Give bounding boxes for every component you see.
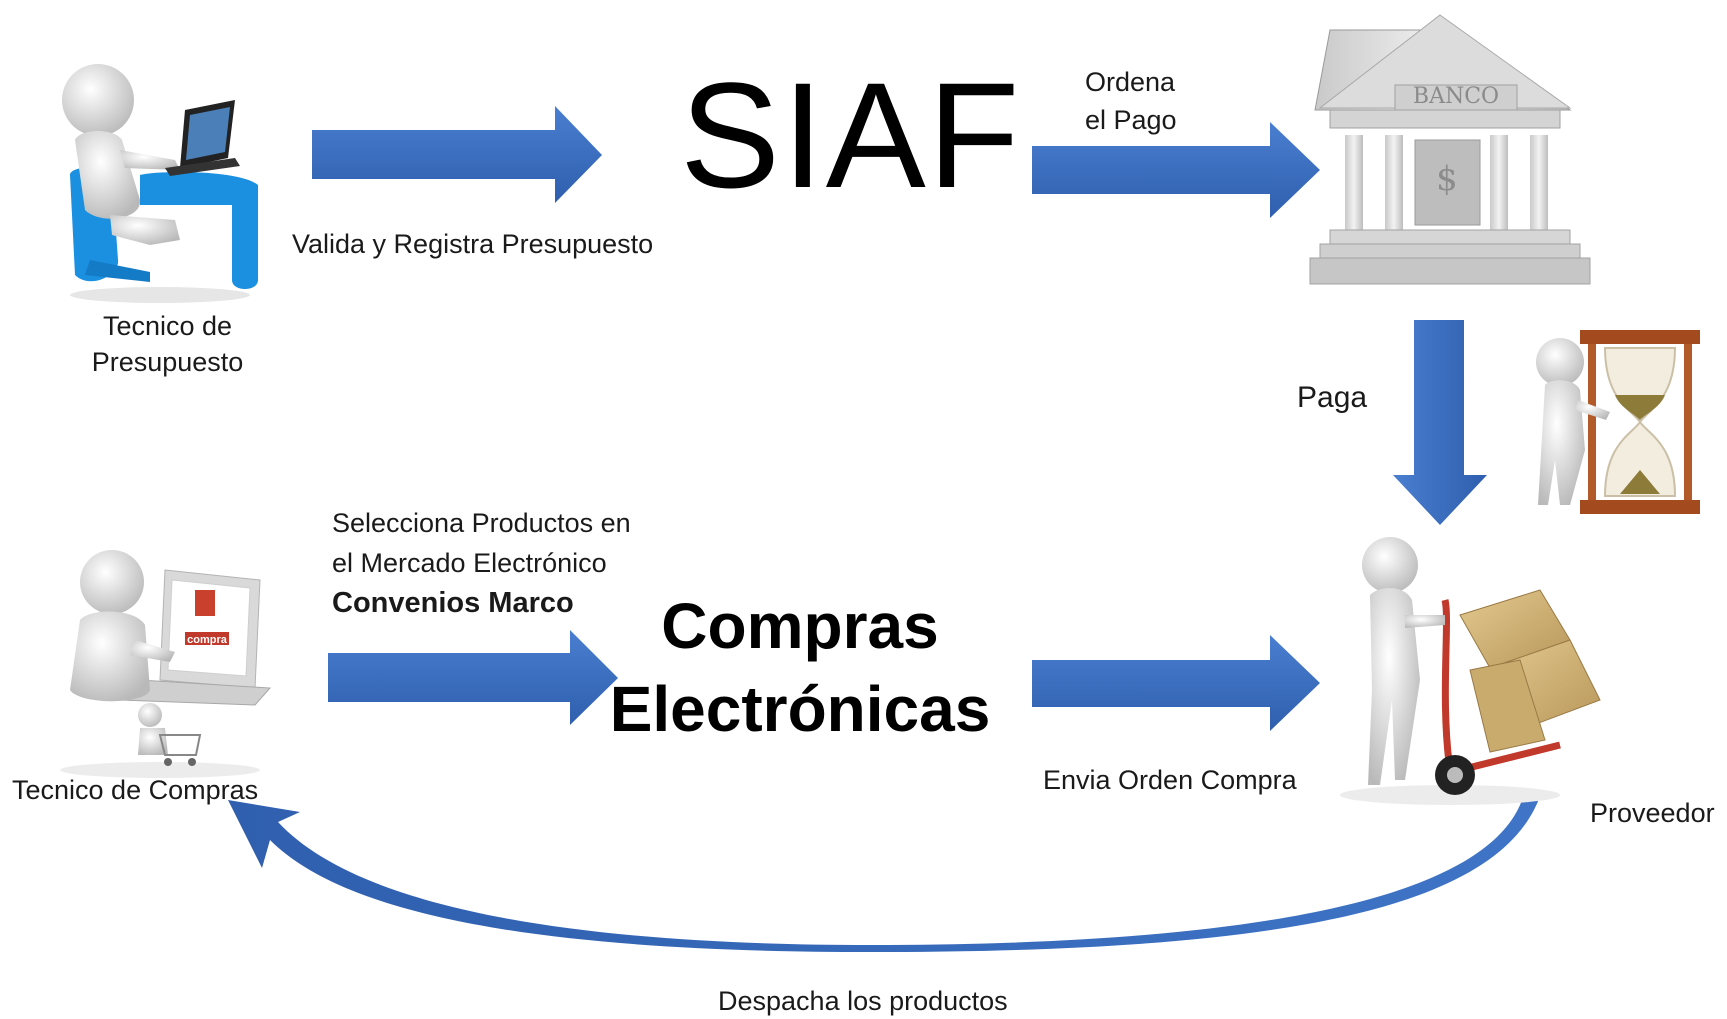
arrow-ordena <box>1032 122 1320 218</box>
screen-tag: compra <box>187 634 228 646</box>
edge-label-selecciona-1: Selecciona Productos en <box>332 508 631 538</box>
person-laptop-icon <box>62 64 258 303</box>
person-hand-truck-icon <box>1340 537 1601 805</box>
edge-label-valida: Valida y Registra Presupuesto <box>292 229 654 259</box>
compras-line-1: Compras <box>661 590 939 662</box>
bank-sign: BANCO <box>1413 84 1499 109</box>
node-compras-electronicas: Compras Electrónicas <box>600 585 1000 751</box>
person-computer-cart-icon: compra <box>60 550 272 778</box>
edge-label-paga: Paga <box>1297 381 1368 414</box>
bank-icon: $ BANCO <box>1309 14 1591 285</box>
edge-label-despacha: Despacha los productos <box>718 986 1008 1016</box>
arrow-valida <box>312 106 602 203</box>
svg-text:$: $ <box>1436 159 1458 199</box>
arrow-despacha <box>228 790 1542 952</box>
edge-label-ordena-2: el Pago <box>1085 105 1177 135</box>
hourglass-person-icon <box>1536 330 1700 514</box>
node-tecnico-presupuesto: Tecnico de Presupuesto <box>91 311 244 378</box>
arrow-envia <box>1032 635 1320 731</box>
edge-label-ordena-1: Ordena <box>1085 67 1176 97</box>
compras-line-2: Electrónicas <box>609 673 991 746</box>
node-tecnico-compras: Tecnico de Compras <box>12 775 259 805</box>
edge-label-selecciona-3: Convenios Marco <box>332 587 574 619</box>
arrow-selecciona <box>328 630 618 725</box>
edge-label-envia: Envia Orden Compra <box>1043 765 1297 795</box>
edge-label-selecciona-2: el Mercado Electrónico <box>332 548 607 578</box>
arrow-paga <box>1393 320 1487 525</box>
node-proveedor: Proveedor <box>1590 798 1715 828</box>
node-siaf: SIAF <box>680 51 1022 219</box>
